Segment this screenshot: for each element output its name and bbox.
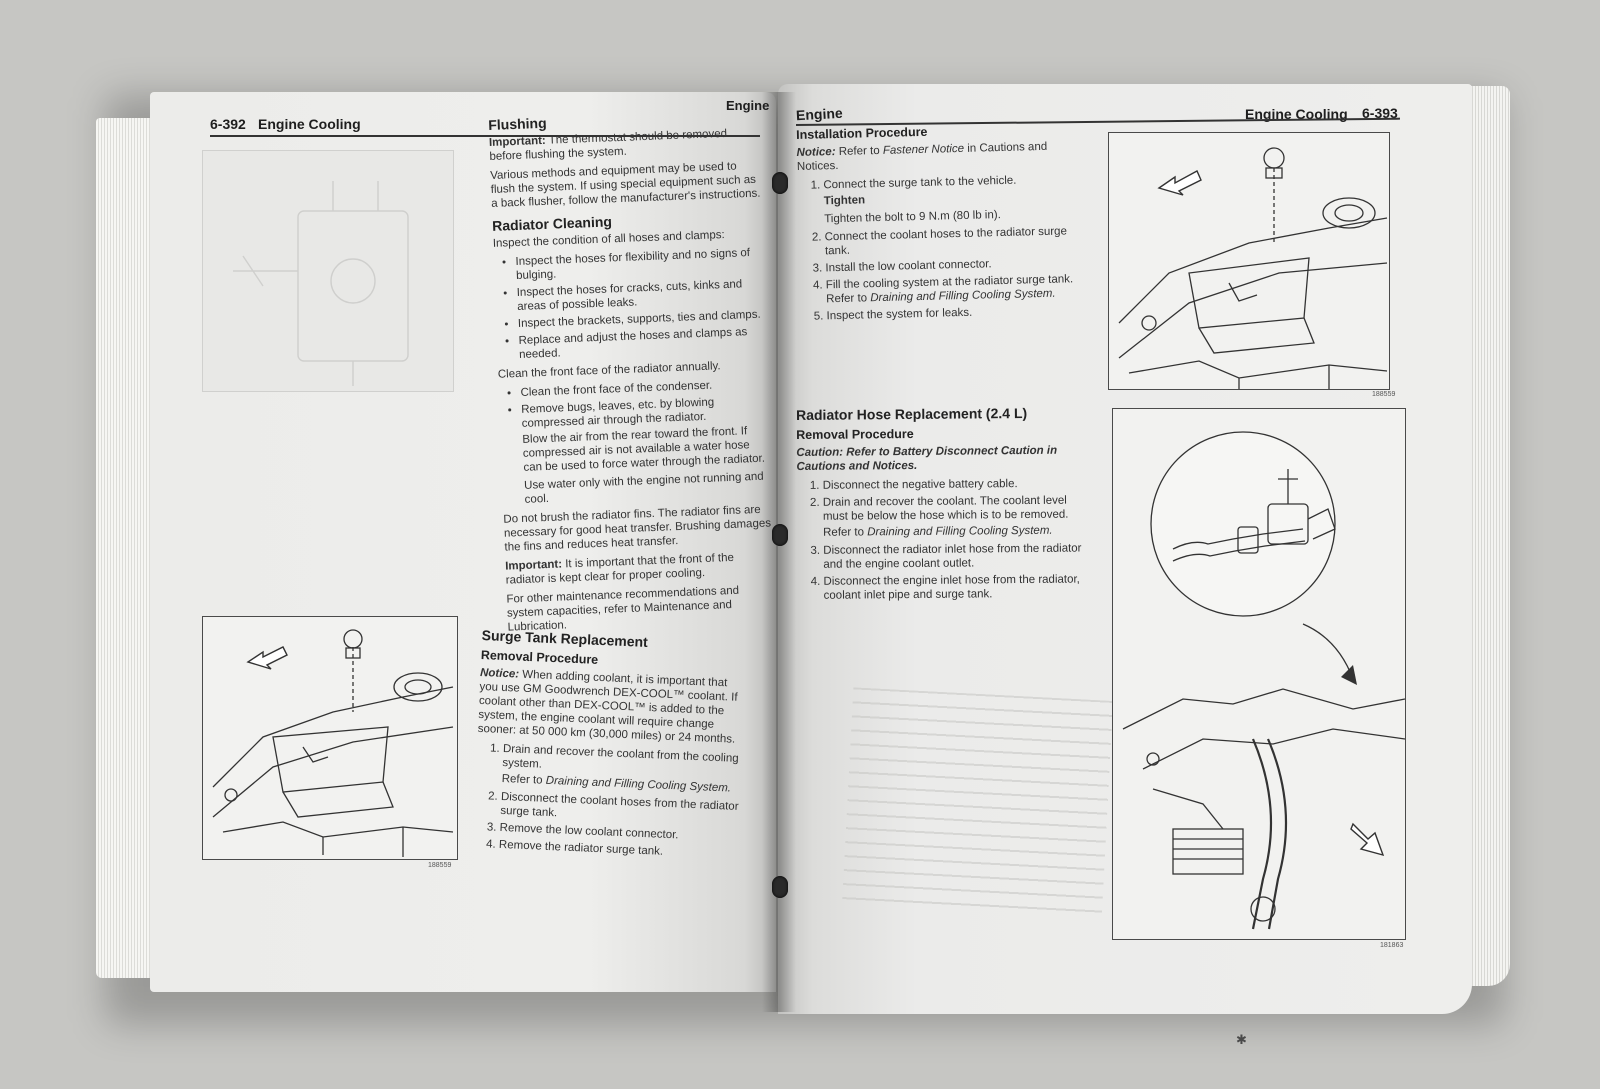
battery-caution: Caution: Refer to Battery Disconnect Cau… — [796, 444, 1058, 473]
left-text-column: Flushing Important: The thermostat shoul… — [488, 108, 776, 640]
cleaning-list: Clean the front face of the condenser. R… — [498, 376, 772, 507]
left-running-head: Engine — [726, 98, 770, 113]
torque-spec: Tighten the bolt to 9 N.m (80 lb in). — [824, 209, 1001, 226]
installation-steps: Connect the surge tank to the vehicle. T… — [797, 172, 1080, 324]
hose-inspection-list: Inspect the hoses for flexibility and no… — [493, 246, 767, 363]
surge-tank-column: Surge Tank Replacement Removal Procedure… — [472, 627, 749, 867]
list-item: Inspect the system for leaks. — [826, 303, 1080, 323]
list-item: Connect the surge tank to the vehicle. T… — [823, 172, 1078, 226]
dexcool-notice: Notice: When adding coolant, it is impor… — [477, 666, 738, 746]
water-only-text: Use water only with the engine not runni… — [523, 470, 764, 506]
hose-removal-steps: Disconnect the negative battery cable. D… — [797, 476, 1088, 603]
left-page-number: 6-392 — [210, 116, 246, 132]
binder-hole — [772, 172, 788, 194]
show-through-figure — [202, 150, 454, 392]
book-gutter — [762, 92, 796, 1012]
left-section-title: Engine Cooling — [258, 116, 361, 132]
list-item: Disconnect the engine inlet hose from th… — [823, 572, 1087, 602]
radiator-important: Important: It is important that the fron… — [505, 551, 735, 587]
list-item: Connect the coolant hoses to the radiato… — [825, 224, 1080, 258]
list-item: Disconnect the negative battery cable. — [823, 476, 1087, 492]
maintenance-text: For other maintenance recommendations an… — [506, 584, 740, 634]
right-figure-code-2: 181863 — [1380, 942, 1404, 949]
flushing-methods: Various methods and equipment may be use… — [489, 160, 761, 210]
list-item: Replace and adjust the hoses and clamps … — [518, 324, 767, 361]
direction-arrow-icon — [1157, 170, 1202, 196]
direction-arrow-icon — [1350, 822, 1385, 857]
surge-tank-figure — [202, 616, 458, 860]
list-item: Remove bugs, leaves, etc. by blowing com… — [521, 393, 773, 506]
left-page: 6-392 Engine Cooling Engine — [150, 92, 776, 992]
debris-mark: ✱ — [1236, 1032, 1247, 1047]
hose-replacement-column: Radiator Hose Replacement (2.4 L) Remova… — [796, 405, 1088, 608]
surge-tank-install-figure — [1108, 132, 1390, 390]
list-item: Drain and recover the coolant from the c… — [501, 742, 745, 796]
right-page-number: 6-393 — [1362, 105, 1398, 121]
list-item: Drain and recover the coolant. The coola… — [823, 493, 1087, 539]
left-figure-code: 188559 — [428, 862, 452, 869]
hose-replacement-heading: Radiator Hose Replacement (2.4 L) — [795, 404, 1028, 423]
left-header-rule — [210, 135, 760, 137]
binder-hole — [772, 524, 788, 546]
binder-hole — [772, 876, 788, 898]
list-item: Disconnect the radiator inlet hose from … — [823, 541, 1087, 571]
fastener-notice: Notice: Refer to Fastener Notice in Caut… — [796, 140, 1048, 173]
show-through-drawing — [233, 181, 409, 386]
surge-tank-install-drawing — [1118, 147, 1388, 389]
list-item: Fill the cooling system at the radiator … — [826, 272, 1081, 306]
radiator-hose-figure — [1112, 408, 1406, 940]
tighten-label: Tighten — [823, 194, 866, 208]
hose-removal-heading: Removal Procedure — [796, 426, 914, 442]
radiator-hose-drawing — [1122, 431, 1406, 930]
right-figure-code-1: 188559 — [1372, 391, 1396, 398]
show-through-text — [841, 667, 1114, 921]
right-page: Engine Engine Cooling 6-393 Installation… — [778, 84, 1472, 1014]
direction-arrow-icon — [246, 646, 288, 670]
callout-arrow-icon — [1341, 665, 1357, 685]
surge-removal-steps: Drain and recover the coolant from the c… — [473, 741, 745, 862]
surge-tank-drawing — [212, 629, 454, 857]
radiator-fins-text: Do not brush the radiator fins. The radi… — [503, 503, 772, 554]
right-running-head: Engine — [795, 104, 844, 124]
installation-column: Installation Procedure Notice: Refer to … — [796, 121, 1081, 329]
blow-air-text: Blow the air from the rear toward the fr… — [522, 425, 766, 474]
